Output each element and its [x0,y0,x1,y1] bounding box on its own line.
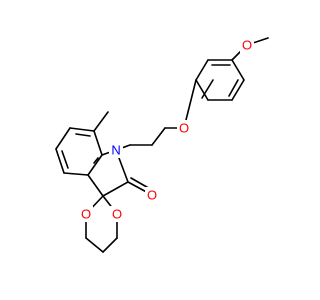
bond-dioxane-3 [102,237,118,253]
atom-o-dioxane-right: O [110,206,124,222]
bond-benzo-dbl-3 [93,157,99,164]
bond-c3a-c7a [87,154,103,176]
atom-o-dioxane-left-label: O [81,207,91,222]
atom-o-carbonyl-label: O [147,188,157,203]
bond-ring-a-6 [231,59,245,81]
atom-n-indole: N [109,142,123,158]
bond-dioxane-2 [85,237,104,253]
bond-benzo-3 [55,127,71,150]
bond-methyl [93,111,109,132]
bond-benzo-1 [93,130,103,156]
bond-benzo-dbl-1 [75,133,91,137]
bond-chain-2 [151,127,166,146]
molecule-structure: O O N O O O [55,37,269,253]
atom-o-ether-label: O [179,121,189,136]
bond-ring-a-dbl-2 [201,79,214,99]
atom-o-ether: O [177,120,191,136]
atom-o-methoxy-label: O [242,38,252,53]
atom-o-methoxy: O [240,37,254,53]
bond-benzo-5 [63,172,89,176]
bond-benzo-2 [69,127,95,132]
atom-n-indole-label: N [111,143,120,158]
bond-c3-c3a [87,174,104,197]
bond-benzo-dbl-2 [61,150,69,169]
bond-benzo-4 [55,148,65,174]
bond-ring-a-5 [231,79,245,101]
bond-ring-a-2 [195,59,209,81]
bond-ring-a-3 [195,79,209,101]
atom-o-dioxane-left: O [79,206,93,222]
atom-o-carbonyl: O [145,187,159,203]
atom-o-dioxane-right-label: O [112,207,122,222]
atom-labels: O O N O O O [79,37,254,222]
bond-c2-c3 [102,181,129,197]
bond-ring-a-dbl-3 [228,79,239,97]
